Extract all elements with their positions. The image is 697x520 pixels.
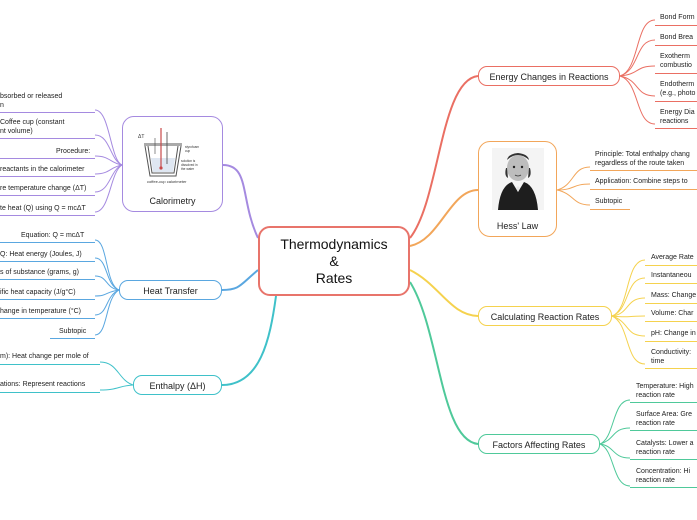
calorimetry-item-calculate-heat[interactable]: te heat (Q) using Q = mcΔT (0, 204, 86, 213)
link-heat (222, 270, 258, 290)
calorimetry-item-absorbed-1[interactable]: bsorbed or released (0, 92, 62, 101)
calorimetry-item-reactants[interactable]: reactants in the calorimeter (0, 165, 84, 174)
coffee-cup-calorimeter-image: ΔT styrofoam cup solution is dissolved i… (133, 124, 213, 186)
central-line-2: & (260, 253, 408, 270)
energy-item-endothermic-1[interactable]: Endotherm (660, 80, 694, 89)
rates-item-conductivity-2: time (651, 357, 664, 366)
link-factors (410, 282, 478, 444)
heat-item-specific-heat[interactable]: ific heat capacity (J/g°C) (0, 288, 76, 297)
central-line-3: Rates (260, 270, 408, 287)
energy-item-energy-diagram-2: reactions (660, 117, 688, 126)
link-rates (410, 270, 478, 316)
branch-calculating-rates[interactable]: Calculating Reaction Rates (478, 306, 612, 326)
calorimeter-solution-label-3: the water (181, 167, 195, 171)
central-topic[interactable]: Thermodynamics & Rates (258, 226, 410, 296)
branch-energy-changes[interactable]: Energy Changes in Reactions (478, 66, 620, 86)
link-enthalpy (222, 296, 276, 385)
link-calorimetry (223, 165, 258, 238)
branch-enthalpy[interactable]: Enthalpy (ΔH) (133, 375, 222, 395)
branch-factors-affecting-rates[interactable]: Factors Affecting Rates (478, 434, 600, 454)
hess-item-subtopic[interactable]: Subtopic (595, 197, 622, 206)
branch-hess-law[interactable]: Hess' Law (478, 141, 557, 237)
heat-item-subtopic[interactable]: Subtopic (59, 327, 86, 336)
calorimeter-cup-label: cup (185, 149, 190, 153)
energy-item-exothermic-2: combustio (660, 61, 692, 70)
rates-item-average[interactable]: Average Rate (651, 253, 694, 262)
rates-item-ph[interactable]: pH: Change in (651, 329, 696, 338)
heat-item-temperature-change[interactable]: hange in temperature (°C) (0, 307, 81, 316)
heat-item-equation[interactable]: Equation: Q = mcΔT (21, 231, 84, 240)
factors-item-concentration-1[interactable]: Concentration: Hi (636, 467, 690, 476)
heat-item-q[interactable]: Q: Heat energy (Joules, J) (0, 250, 82, 259)
calorimetry-item-temperature-change[interactable]: re temperature change (ΔT) (0, 184, 86, 193)
rates-item-volume[interactable]: Volume: Char (651, 309, 693, 318)
hess-item-principle-2: regardless of the route taken (595, 159, 684, 168)
factors-item-surface-area-1[interactable]: Surface Area: Gre (636, 410, 692, 419)
calorimetry-item-absorbed-2: n (0, 101, 4, 110)
factors-item-temperature-2: reaction rate (636, 391, 675, 400)
hess-law-label: Hess' Law (479, 221, 556, 231)
rates-item-mass[interactable]: Mass: Change (651, 291, 696, 300)
enthalpy-item-heat-change[interactable]: m): Heat change per mole of (0, 352, 89, 361)
factors-item-temperature-1[interactable]: Temperature: High (636, 382, 694, 391)
energy-item-bond-formation[interactable]: Bond Form (660, 13, 695, 22)
enthalpy-item-equations[interactable]: ations: Represent reactions (0, 380, 85, 389)
energy-item-endothermic-2: (e.g., photo (660, 89, 695, 98)
heat-item-mass[interactable]: s of substance (grams, g) (0, 268, 79, 277)
calorimetry-item-procedure[interactable]: Procedure: (56, 147, 90, 156)
hess-item-application[interactable]: Application: Combine steps to (595, 177, 688, 186)
central-line-1: Thermodynamics (260, 236, 408, 253)
link-energy (410, 76, 478, 238)
calorimetry-label: Calorimetry (123, 196, 222, 206)
factors-item-concentration-2: reaction rate (636, 476, 675, 485)
hess-portrait-image (492, 148, 544, 210)
energy-item-energy-diagram-1[interactable]: Energy Dia (660, 108, 695, 117)
rates-item-conductivity-1[interactable]: Conductivity: (651, 348, 691, 357)
energy-item-exothermic-1[interactable]: Exotherm (660, 52, 690, 61)
calorimeter-delta-label: ΔT (138, 134, 144, 140)
factors-item-catalysts-2: reaction rate (636, 448, 675, 457)
calorimetry-item-coffee-cup-2: nt volume) (0, 127, 33, 136)
branch-calorimetry[interactable]: ΔT styrofoam cup solution is dissolved i… (122, 116, 223, 212)
factors-item-catalysts-1[interactable]: Catalysts: Lower a (636, 439, 694, 448)
calorimeter-caption: coffee-cup calorimeter (147, 179, 187, 184)
calorimetry-item-coffee-cup-1[interactable]: Coffee cup (constant (0, 118, 64, 127)
factors-item-surface-area-2: reaction rate (636, 419, 675, 428)
branch-heat-transfer[interactable]: Heat Transfer (119, 280, 222, 300)
energy-item-bond-breaking[interactable]: Bond Brea (660, 33, 693, 42)
rates-item-instantaneous[interactable]: Instantaneou (651, 271, 691, 280)
hess-item-principle-1[interactable]: Principle: Total enthalpy chang (595, 150, 690, 159)
